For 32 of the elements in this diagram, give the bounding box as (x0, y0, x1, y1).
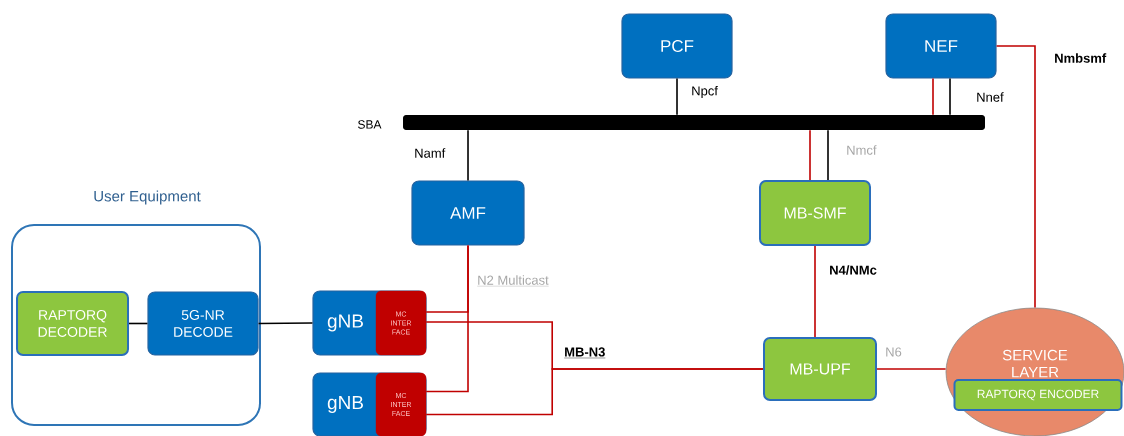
decode-box: 5G-NR DECODE (147, 291, 259, 356)
connector-line (827, 129, 829, 181)
connector-line (128, 322, 149, 325)
function-box: MB-SMF (759, 180, 871, 246)
connector-line (876, 368, 947, 370)
edge-label: Namf (415, 148, 446, 158)
connector-line (932, 77, 934, 116)
connector-line (257, 322, 314, 325)
edge-label: Nmcf (847, 145, 877, 155)
connector-line (425, 244, 469, 393)
edge-label: N2 Multicast (477, 275, 549, 287)
bus-label: SBA (358, 120, 382, 129)
connector-line (995, 45, 1036, 309)
encoder-box: RAPTORQ ENCODER (953, 379, 1123, 411)
connector-line (809, 129, 811, 181)
connector-line (949, 77, 951, 116)
connector-line (676, 77, 678, 116)
function-box: MB-UPF (763, 337, 877, 401)
function-box: PCF (621, 13, 733, 79)
connector-line (814, 245, 816, 338)
function-box: AMF (411, 180, 525, 246)
group-heading: User Equipment (94, 190, 201, 205)
connector-line (467, 129, 469, 182)
connector-line (425, 368, 764, 416)
edge-label: Nmbsmf (1055, 53, 1107, 63)
edge-label: MB-N3 (564, 347, 606, 359)
edge-label: N6 (886, 347, 902, 357)
edge-label: N4/NMc (830, 265, 877, 275)
decoder-box: RAPTORQ DECODER (16, 291, 129, 356)
function-box: NEF (885, 13, 997, 79)
edge-label: Nnef (977, 92, 1004, 102)
edge-label: Npcf (692, 85, 718, 99)
